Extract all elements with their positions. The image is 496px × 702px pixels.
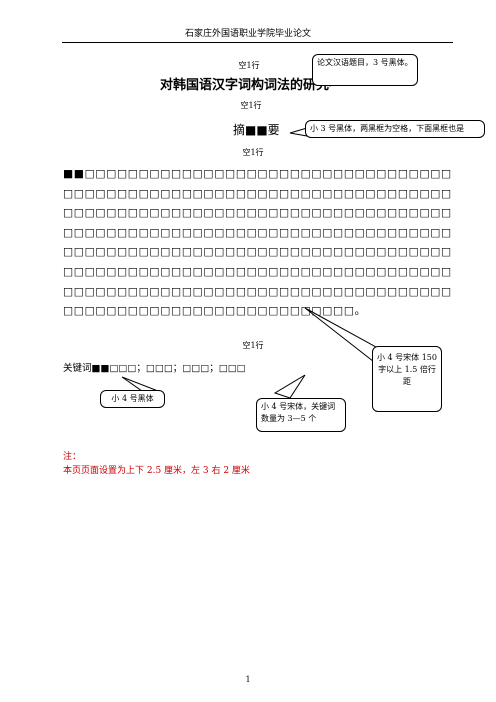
keywords-label: 关键词■■	[63, 363, 110, 374]
running-header: 石家庄外国语职业学院毕业论文	[184, 29, 311, 39]
blank-line-before-body: 空1行	[242, 148, 264, 157]
keywords-label-format-callout: 小 4 号黑体	[100, 390, 165, 408]
header-rule	[62, 42, 453, 43]
title-format-callout: 论文汉语题目，3 号黑体。	[312, 54, 418, 86]
abstract-heading: 摘■■要	[233, 123, 280, 137]
body-format-callout: 小 4 号宋体 150 字以上 1.5 倍行距	[372, 346, 442, 412]
blank-line-before-keywords: 空1行	[242, 341, 264, 350]
blank-line-before-abstract: 空1行	[240, 101, 262, 110]
keywords-line: 关键词■■□□□；□□□；□□□；□□□	[63, 363, 246, 375]
abstract-body: ■■□□□□□□□□□□□□□□□□□□□□□□□□□□□□□□□□□□□□□□…	[63, 167, 452, 318]
keywords-format-callout: 小 4 号宋体，关键词数量为 3—5 个	[256, 398, 346, 432]
page-note-text: 本页页面设置为上下 2.5 厘米，左 3 右 2 厘米	[63, 466, 250, 476]
keywords-callout-pointer	[273, 374, 306, 399]
page-note-label: 注：	[63, 452, 82, 462]
blank-line-before-title: 空1行	[238, 61, 260, 70]
keywords-values: □□□；□□□；□□□；□□□	[109, 363, 246, 374]
thesis-title: 对韩国语汉字词构词法的研究	[160, 78, 330, 93]
page-number: 1	[245, 675, 251, 684]
abstract-heading-format-callout: 小 3 号黑体，两黑框为空格，下面黑框也是	[305, 120, 485, 138]
